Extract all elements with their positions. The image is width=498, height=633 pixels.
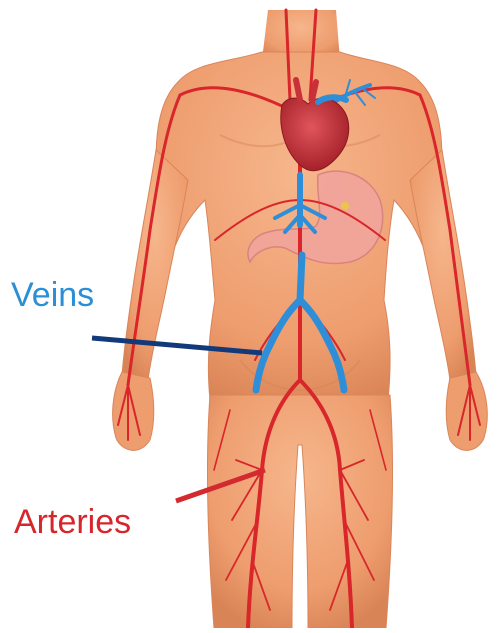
arteries-label: Arteries [14,503,131,542]
veins-label: Veins [11,276,94,315]
